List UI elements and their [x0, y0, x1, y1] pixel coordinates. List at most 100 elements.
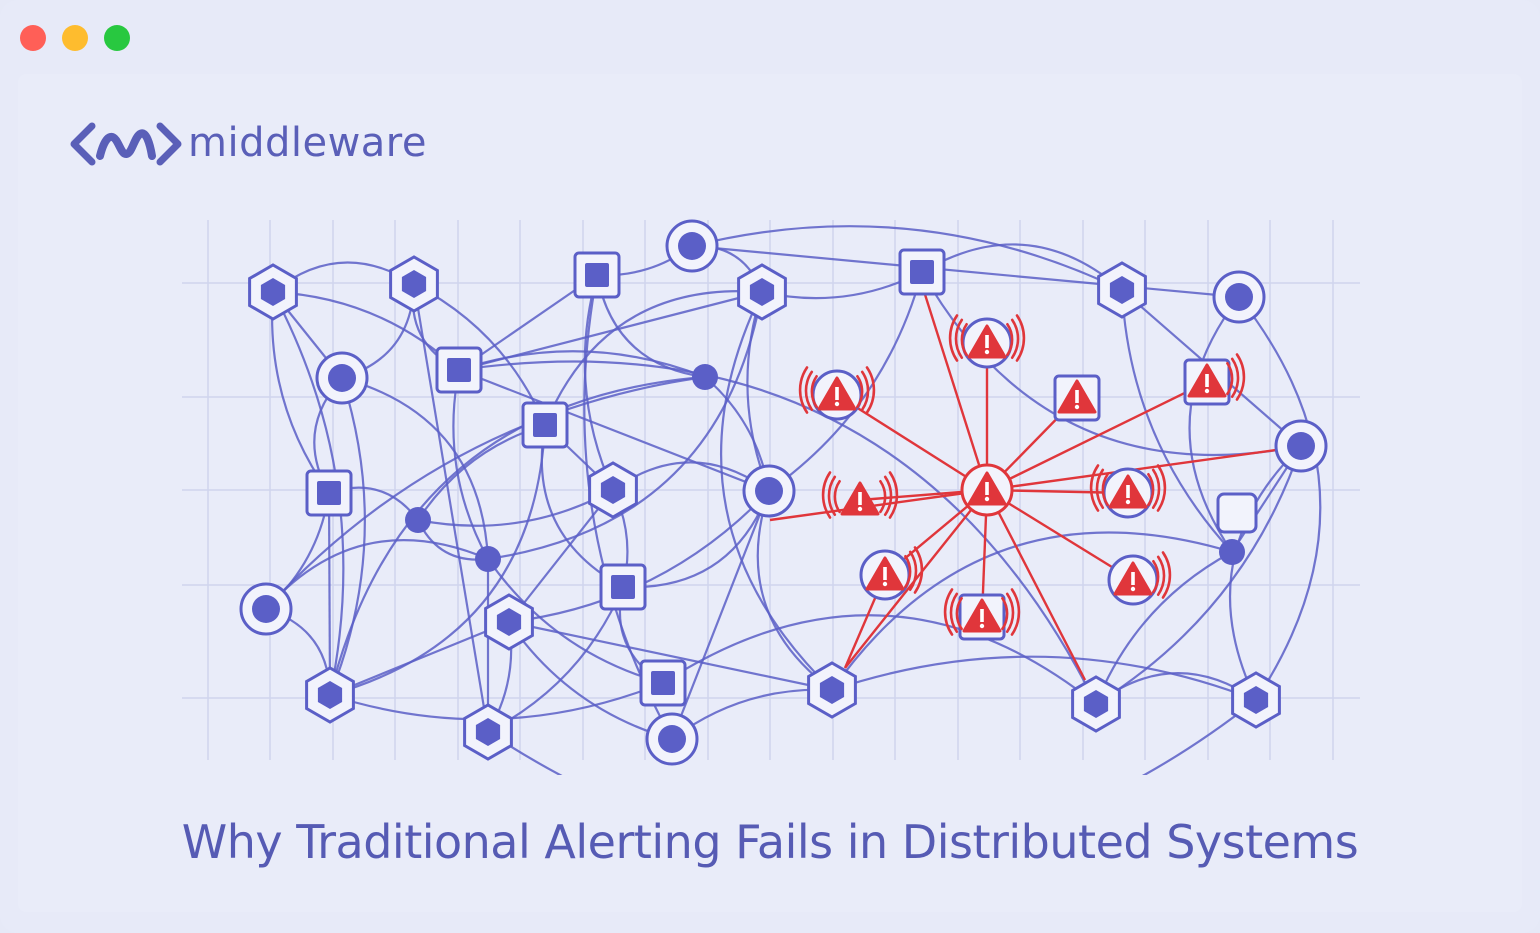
hexagon-node: [389, 255, 439, 313]
circle-node: [315, 351, 369, 405]
circle-node: [1274, 419, 1328, 473]
connection-line: [756, 490, 833, 691]
brand-name: middleware: [188, 120, 427, 166]
alert-connection-line: [769, 488, 988, 522]
page-title: Why Traditional Alerting Fails in Distri…: [181, 815, 1359, 869]
alert-node: [948, 314, 1026, 369]
connection-line: [458, 368, 770, 493]
hexagon-node: [305, 666, 355, 724]
connection-line: [458, 350, 706, 379]
connection-line: [691, 244, 1240, 299]
alert-node: [960, 463, 1014, 517]
connection-line: [831, 655, 1257, 702]
warning-triangle-icon: [840, 481, 880, 516]
square-node: [898, 248, 946, 296]
warning-triangle-icon: [1108, 474, 1148, 509]
warning-triangle-icon: [1057, 379, 1097, 414]
connection-line: [458, 360, 1097, 705]
connection-line: [328, 377, 366, 696]
alert-node: [821, 471, 899, 519]
connection-line: [831, 531, 1233, 691]
close-window-button[interactable]: [20, 25, 46, 51]
circle-node: [742, 464, 796, 518]
connection-line: [265, 375, 706, 610]
hexagon-node: [1097, 261, 1147, 319]
connection-line: [412, 283, 490, 733]
dot-node: [1219, 539, 1245, 565]
signal-waves-icon: [798, 366, 876, 414]
square-node: [435, 346, 483, 394]
hexagon-node: [1071, 675, 1121, 733]
connection-line: [327, 492, 332, 696]
connection-line: [1120, 289, 1233, 553]
hexagon-node: [248, 263, 298, 321]
signal-waves-icon: [948, 314, 1026, 362]
alert-connection-line: [986, 444, 1306, 492]
hexagon-node: [588, 461, 638, 519]
connection-line: [662, 614, 1097, 705]
network-diagram: [182, 219, 1360, 775]
signal-waves-icon: [821, 471, 899, 519]
connection-line: [768, 271, 924, 492]
connection-line: [508, 490, 770, 624]
alert-connection-line: [985, 489, 1087, 681]
signal-waves-icon: [1226, 353, 1246, 401]
signal-waves-icon: [1089, 464, 1167, 512]
alert-connection-line: [920, 284, 989, 491]
connection-line: [487, 699, 1257, 775]
connection-line: [1238, 296, 1322, 701]
middleware-logo-icon: [70, 122, 182, 166]
hexagon-node: [463, 703, 513, 761]
alert-connection-line: [986, 488, 1134, 582]
warning-triangle-icon: [1187, 363, 1227, 398]
warning-triangle-icon: [962, 598, 1002, 633]
connection-line: [487, 558, 664, 685]
connection-line: [1228, 445, 1302, 701]
connection-line: [341, 376, 490, 560]
connection-line: [272, 290, 460, 371]
connection-line: [691, 225, 1123, 291]
warning-triangle-icon: [817, 376, 857, 411]
circle-node: [665, 219, 719, 273]
connection-line: [508, 620, 833, 692]
connection-line: [921, 243, 1123, 291]
dot-node: [692, 364, 718, 390]
maximize-window-button[interactable]: [104, 25, 130, 51]
dot-node: [475, 546, 501, 572]
connection-line: [1095, 445, 1303, 705]
hexagon-node: [1231, 671, 1281, 729]
alert-node: [798, 366, 876, 421]
warning-triangle-icon: [1113, 561, 1153, 596]
alert-node: [1089, 464, 1167, 519]
warning-triangle-icon: [865, 556, 905, 591]
alert-connection-lines: [769, 284, 1306, 681]
alert-node: [859, 546, 924, 601]
minimize-window-button[interactable]: [62, 25, 88, 51]
signal-waves-icon: [904, 546, 924, 594]
warning-triangle-icon: [967, 471, 1007, 506]
connection-line: [583, 274, 615, 491]
title-bar: [0, 0, 1540, 74]
connection-line: [328, 375, 706, 696]
connection-line: [329, 424, 547, 697]
connection-line: [1188, 296, 1240, 553]
signal-waves-icon: [1152, 551, 1172, 599]
brand-logo: middleware: [70, 118, 427, 170]
connection-line: [720, 291, 833, 691]
circle-node: [1212, 270, 1266, 324]
alert-node: [1053, 374, 1101, 422]
square-node: [305, 469, 353, 517]
connection-line: [670, 490, 771, 740]
hexagon-node: [484, 593, 534, 651]
circle-node: [239, 582, 293, 636]
alert-connection-line: [986, 380, 1208, 492]
square-node: [521, 401, 569, 449]
dot-node: [405, 507, 431, 533]
hexagon-node: [737, 263, 787, 321]
signal-waves-icon: [943, 588, 1021, 636]
connection-line: [1094, 551, 1233, 705]
alert-connection-line: [836, 393, 988, 492]
square-node: [599, 563, 647, 611]
alert-node: [1183, 353, 1246, 406]
